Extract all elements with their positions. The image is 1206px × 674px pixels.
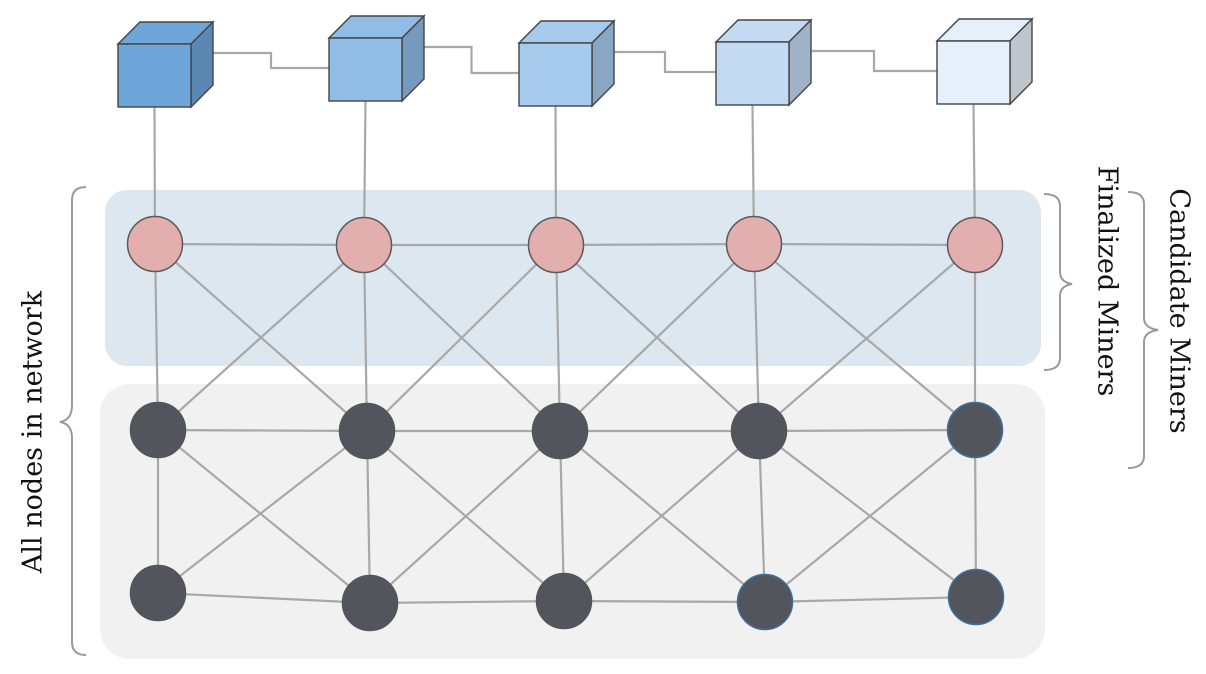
diagonal-link (758, 244, 976, 432)
network-node (947, 568, 1005, 626)
diagonal-link (753, 243, 976, 431)
all-nodes-bracket (59, 186, 87, 656)
network-node (736, 573, 794, 631)
bottom-row-link (157, 591, 371, 605)
vertical-link (554, 244, 562, 432)
diagonal-link (563, 430, 760, 602)
diagonal-link (559, 243, 755, 432)
block-front-face (715, 41, 790, 106)
finalized-miners-label: Finalized Miners (1092, 166, 1123, 397)
network-node (129, 564, 187, 622)
block-cube (327, 14, 426, 103)
bottom-row-link (369, 599, 565, 605)
finalized-miner-node (126, 215, 184, 273)
diagonal-link (157, 429, 371, 604)
finalized-miner-node (527, 216, 585, 274)
finalized-miners-bracket (1043, 193, 1073, 371)
finalized-miner-node (335, 216, 393, 274)
candidate-node (730, 402, 788, 460)
block-cube (517, 19, 616, 108)
bottom-row-link (764, 595, 977, 604)
vertical-link (365, 430, 372, 604)
candidate-row-link (157, 428, 368, 433)
finalized-miner-node (725, 215, 783, 273)
chain-link (811, 49, 937, 73)
vertical-link (362, 244, 369, 432)
diagonal-link (369, 430, 561, 604)
finalized-miner-node (946, 216, 1004, 274)
network-nodes (126, 215, 1005, 632)
network-nodes-panel (100, 384, 1045, 659)
vertical-link (153, 243, 160, 431)
candidate-miners-label: Candidate Miners (1164, 188, 1195, 433)
miner-row-link (154, 242, 365, 247)
candidate-node (338, 402, 396, 460)
candidate-miners-bracket (1127, 191, 1159, 469)
diagonal-link (157, 244, 365, 431)
block-cube (116, 20, 215, 109)
candidate-node (946, 401, 1004, 459)
block-cube (714, 18, 813, 107)
all-nodes-label: All nodes in network (18, 290, 49, 574)
block-front-face (328, 37, 403, 102)
vertical-link (752, 243, 761, 432)
chain-link (424, 45, 519, 75)
chain-link (614, 50, 716, 74)
network-node (535, 572, 593, 630)
block-front-face (117, 43, 192, 108)
network-node (341, 574, 399, 632)
miner-row-link (753, 242, 976, 247)
block-front-face (936, 40, 1011, 105)
block-front-face (518, 42, 593, 107)
diagonal-link (366, 244, 557, 432)
candidate-node (531, 402, 589, 460)
candidate-node (129, 401, 187, 459)
block-cube (935, 17, 1034, 106)
miner-row-link (555, 242, 755, 247)
chain-link (213, 51, 329, 70)
blockchain (116, 14, 1034, 246)
vertical-link (558, 430, 566, 602)
vertical-link (757, 430, 767, 603)
diagonal-link (758, 430, 977, 598)
bottom-row-link (563, 599, 766, 604)
candidate-row-link (758, 428, 976, 433)
diagonal-link (157, 430, 368, 594)
diagonal-link (764, 429, 976, 603)
finalized-miners-panel (105, 190, 1041, 366)
